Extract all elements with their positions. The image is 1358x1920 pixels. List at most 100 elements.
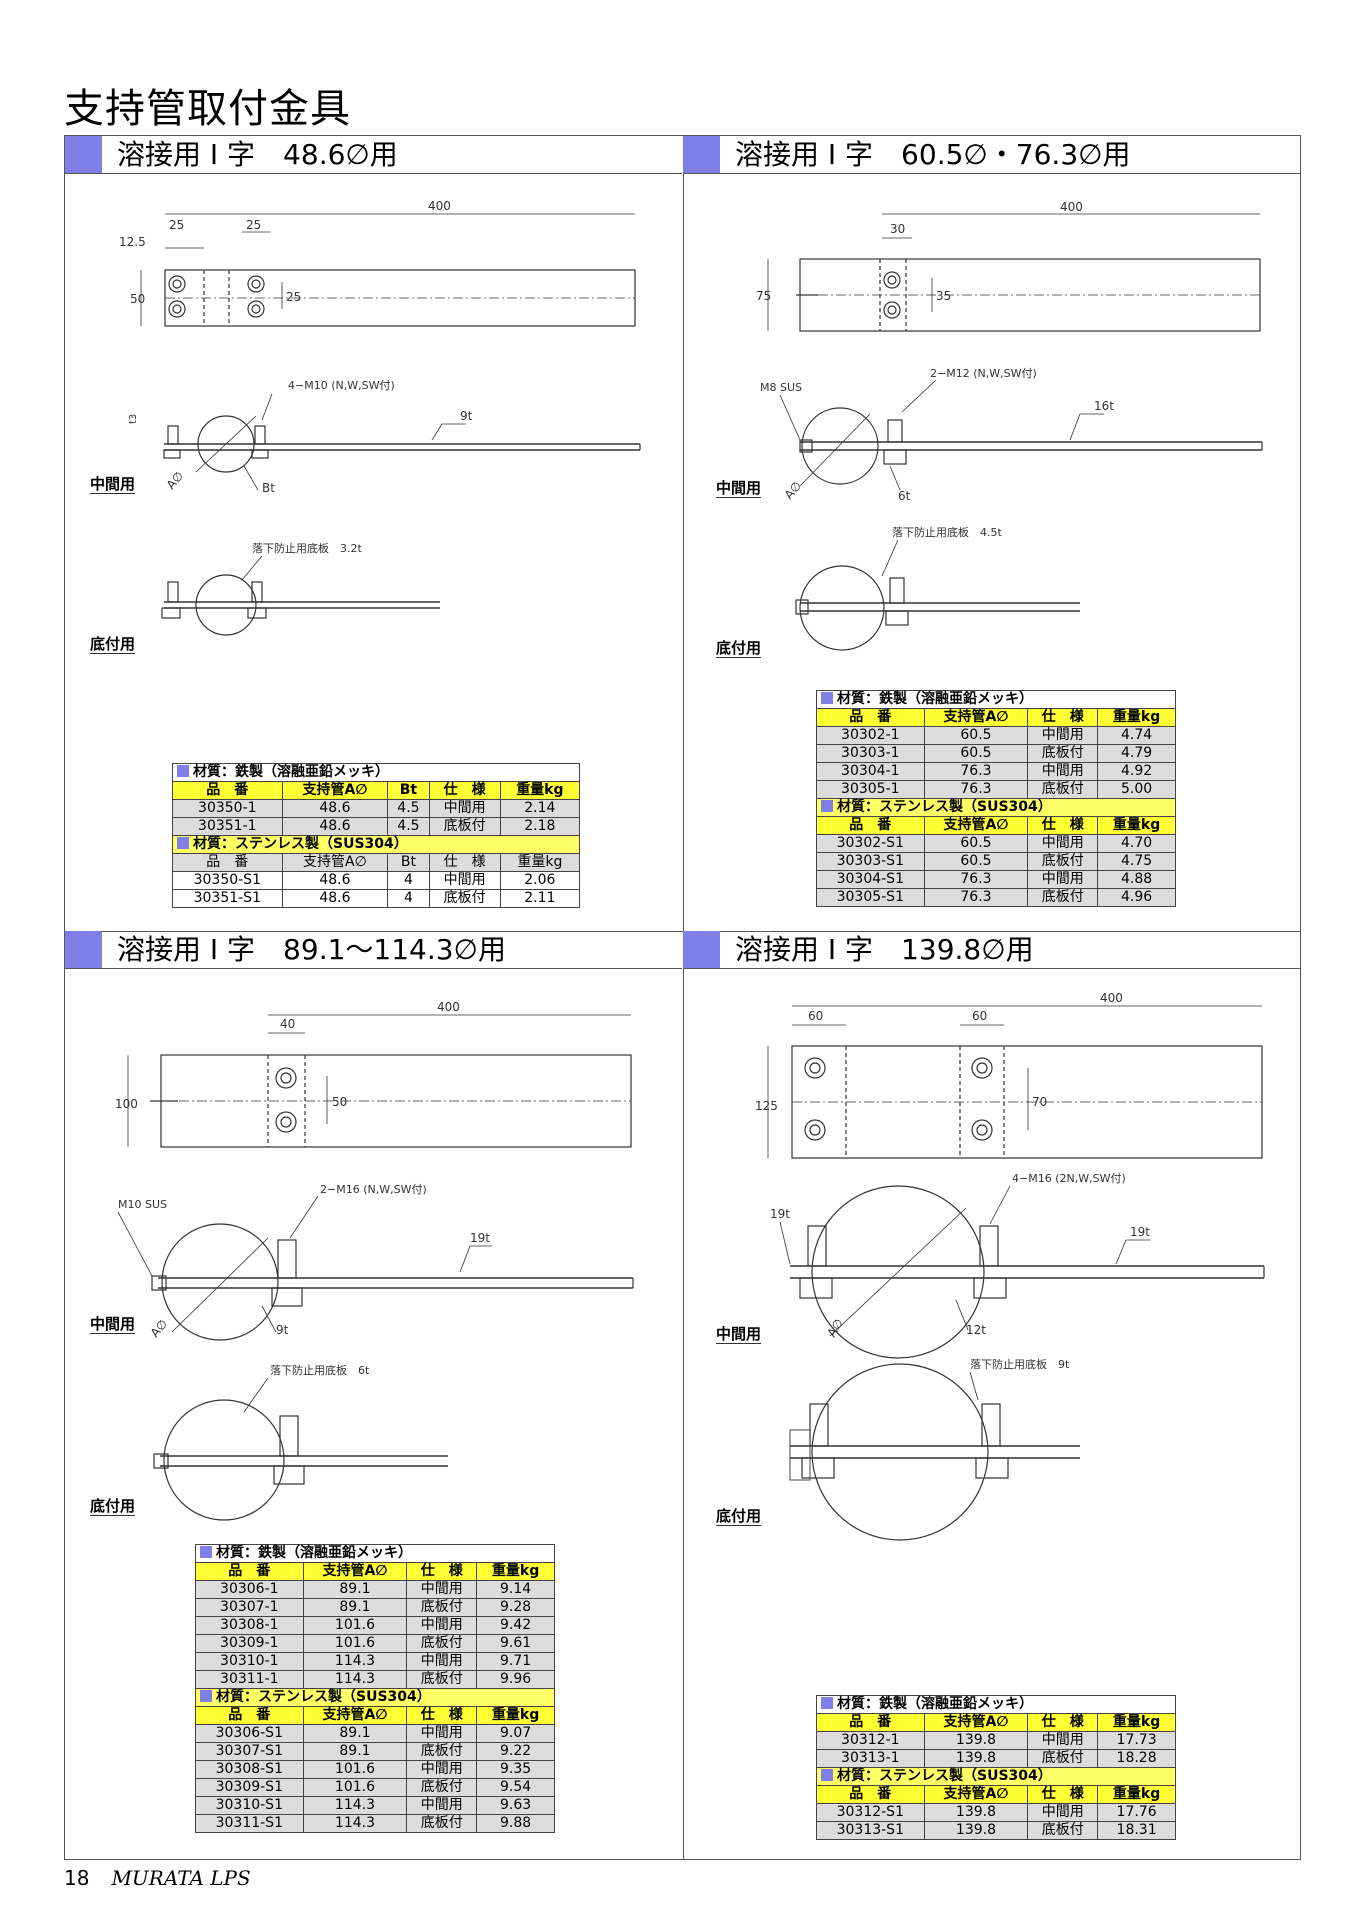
- cell: 114.3: [302, 1652, 408, 1671]
- cell: 中間用: [406, 1616, 478, 1635]
- section-heading: 溶接用 I 字 48.6∅用: [117, 138, 398, 171]
- cell: 30308-1: [195, 1616, 304, 1635]
- dim-length: 400: [1060, 200, 1083, 214]
- col-header: 重量kg: [476, 1562, 555, 1581]
- section-heading: 溶接用 I 字 89.1〜114.3∅用: [117, 933, 506, 966]
- cell: 9.14: [476, 1580, 555, 1599]
- label-bottom-use: 底付用: [716, 1507, 762, 1526]
- cell: 17.76: [1097, 1803, 1176, 1822]
- cell: 5.00: [1097, 780, 1176, 799]
- section-heading: 溶接用 I 字 60.5∅・76.3∅用: [735, 138, 1131, 171]
- label-bottom-use: 底付用: [90, 635, 136, 654]
- cell: 2.11: [499, 889, 581, 908]
- dim-plate: 落下防止用底板 9t: [970, 1357, 1070, 1371]
- section-header-1: 溶接用 I 字 48.6∅用: [65, 136, 682, 174]
- table-material-row: 材質：ステンレス製（SUS304）: [816, 798, 1176, 817]
- dim-length: 400: [437, 1000, 460, 1014]
- cell: 30302-1: [816, 726, 925, 745]
- cell: 中間用: [406, 1652, 478, 1671]
- cell: 中間用: [428, 799, 501, 818]
- col-header: 品 番: [195, 1706, 304, 1725]
- col-header: 支持管A∅: [281, 781, 389, 800]
- cell: 4.74: [1097, 726, 1176, 745]
- drawing-s1-middle-view: [163, 393, 641, 491]
- dim-height: 75: [756, 289, 771, 303]
- cell: 30351-1: [172, 817, 283, 836]
- material-marker-icon: [177, 765, 189, 777]
- material-marker-icon: [200, 1546, 212, 1558]
- table-material-row: 材質：鉄製（溶融亜鉛メッキ）: [195, 1544, 555, 1563]
- cell: 底板付: [1027, 780, 1099, 799]
- dim-length: 400: [428, 199, 451, 213]
- cell: 60.5: [923, 834, 1029, 853]
- dim-sus-bolt: M8 SUS: [760, 381, 802, 394]
- drawing-s2-top-view: [767, 213, 1261, 332]
- drawing-s4-bottom-view: [789, 1363, 1080, 1541]
- table-header-row: 品 番支持管A∅仕 様重量kg: [816, 1785, 1176, 1804]
- cell: 4.92: [1097, 762, 1176, 781]
- cell: 9.35: [476, 1760, 555, 1779]
- cell: 30302-S1: [816, 834, 925, 853]
- col-header: Bt: [387, 781, 430, 800]
- col-header: 支持管A∅: [923, 816, 1029, 835]
- dim-length: 400: [1100, 991, 1123, 1005]
- dim-a-diameter: A∅: [148, 1317, 171, 1340]
- dim-offset: 12.5: [119, 235, 146, 249]
- material-label: 材質：鉄製（溶融亜鉛メッキ）: [216, 1545, 412, 1561]
- drawing-s1-top-view: [140, 213, 636, 327]
- cell: 4: [387, 871, 430, 890]
- drawing-s3-top-view: [127, 1014, 632, 1148]
- cell: 89.1: [302, 1598, 408, 1617]
- cell: 30311-S1: [195, 1814, 304, 1833]
- cell: 30309-S1: [195, 1778, 304, 1797]
- cell: 101.6: [302, 1616, 408, 1635]
- col-header: 品 番: [172, 853, 283, 872]
- cell: 9.63: [476, 1796, 555, 1815]
- col-header: Bt: [387, 853, 430, 872]
- cell: 4.79: [1097, 744, 1176, 763]
- page-number: 18: [64, 1866, 90, 1890]
- col-header: 重量kg: [499, 853, 581, 872]
- cell: 中間用: [1027, 1731, 1099, 1750]
- dim-a-diameter: A∅: [824, 1316, 845, 1339]
- cell: 底板付: [1027, 888, 1099, 907]
- label-middle-use: 中間用: [90, 1315, 136, 1334]
- cell: 中間用: [1027, 1803, 1099, 1822]
- table-material-row: 材質：ステンレス製（SUS304）: [816, 1767, 1176, 1786]
- cell: 17.73: [1097, 1731, 1176, 1750]
- dim-bolt-pitch: 70: [1032, 1095, 1047, 1109]
- cell: 139.8: [923, 1821, 1029, 1840]
- col-header: 支持管A∅: [923, 1713, 1029, 1732]
- cell: 9.07: [476, 1724, 555, 1743]
- material-label: 材質：鉄製（溶融亜鉛メッキ）: [193, 764, 389, 780]
- table-header-row: 品 番支持管A∅仕 様重量kg: [195, 1706, 555, 1725]
- cell: 2.06: [499, 871, 581, 890]
- dim-height: 50: [130, 292, 145, 306]
- col-header: 重量kg: [1097, 708, 1176, 727]
- page-title: 支持管取付金具: [64, 86, 351, 132]
- cell: 4.96: [1097, 888, 1176, 907]
- material-marker-icon: [821, 1697, 833, 1709]
- col-header: 品 番: [816, 1713, 925, 1732]
- cell: 139.8: [923, 1749, 1029, 1768]
- drawing-s4-top-view: [767, 1005, 1263, 1159]
- content-frame: [64, 135, 1301, 1860]
- table-header-row: 品 番支持管A∅仕 様重量kg: [816, 708, 1176, 727]
- dim-bolt-spacing: 25: [246, 218, 261, 232]
- cell: 9.61: [476, 1634, 555, 1653]
- cell: 30304-S1: [816, 870, 925, 889]
- cell: 底板付: [406, 1778, 478, 1797]
- cell: 中間用: [1027, 726, 1099, 745]
- drawing-s3-middle-view: [117, 1195, 634, 1341]
